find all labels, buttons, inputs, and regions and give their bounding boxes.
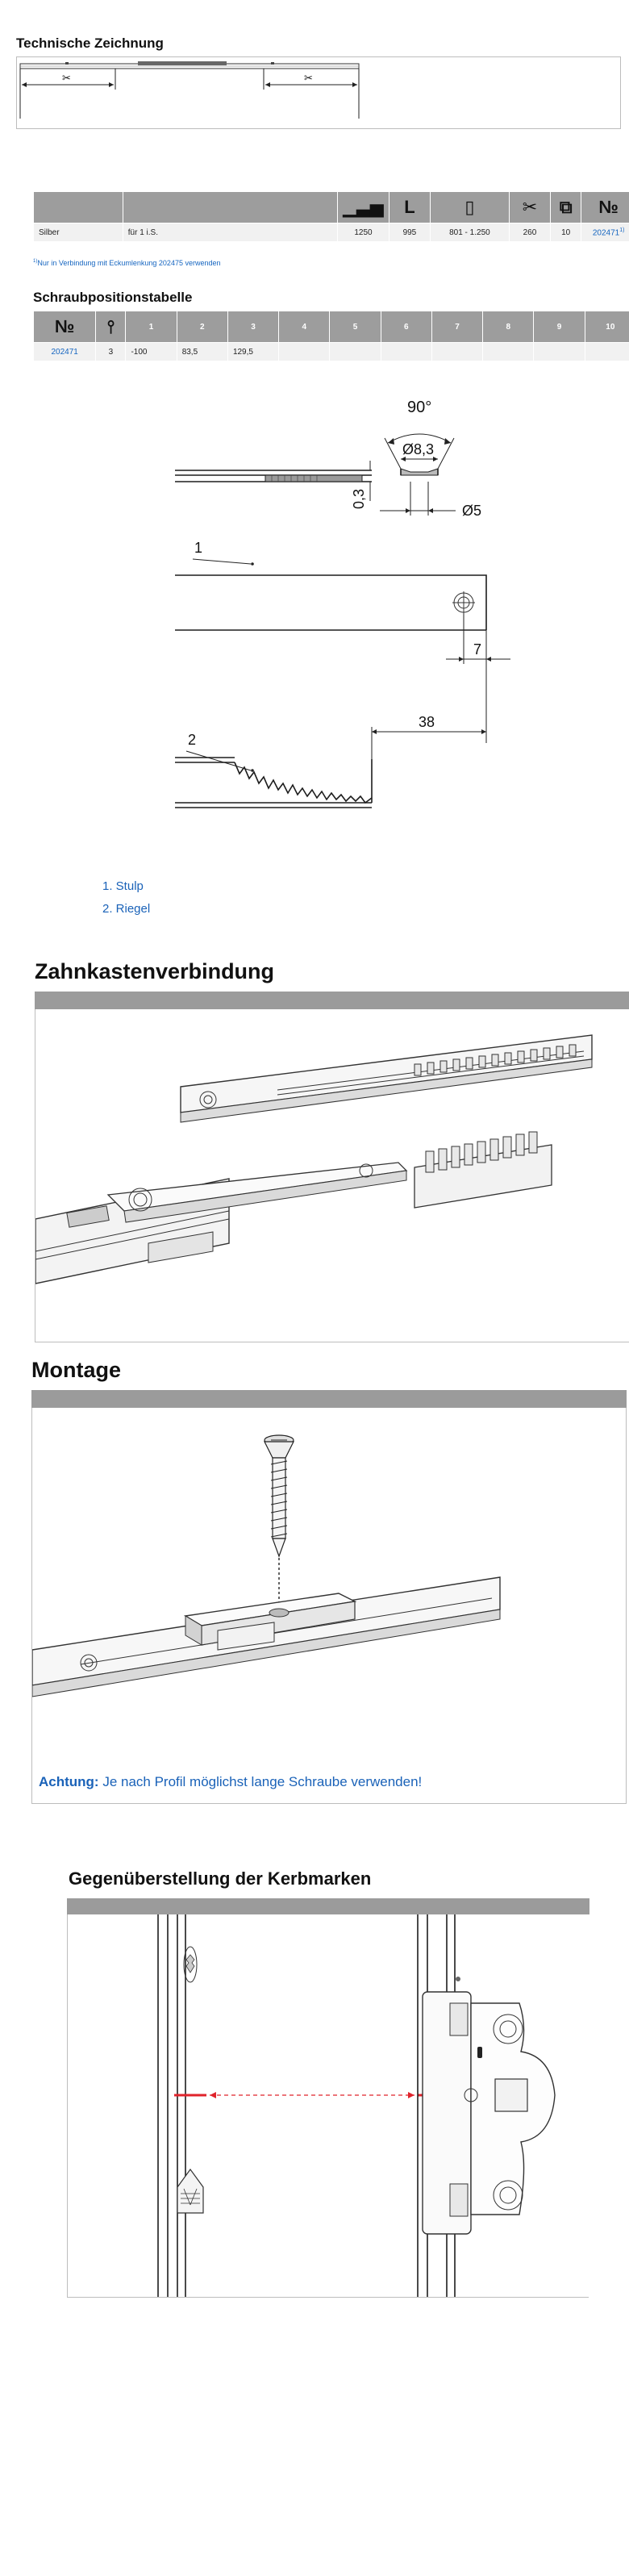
sash-height-icon: ▯	[464, 197, 475, 217]
screw-count: 3	[95, 342, 127, 361]
spec-table-header: ▁▃▅ L ▯ ✂ ⧉ №	[33, 191, 629, 223]
screw-col-3: 3	[227, 311, 280, 343]
angle-label: 90°	[407, 399, 431, 416]
diameter-top-label: Ø8,3	[402, 441, 434, 457]
screw-val-8	[482, 342, 535, 361]
kerbmarken-bar	[67, 1898, 589, 1914]
screw-col-1: 1	[125, 311, 177, 343]
screw-col-7: 7	[431, 311, 484, 343]
spec-table: ▁▃▅ L ▯ ✂ ⧉ № Silber für 1 i.S. 1250 995…	[33, 191, 629, 242]
warning-text: Je nach Profil möglichst lange Schraube …	[98, 1774, 423, 1789]
scissors-icon: ✂	[62, 72, 71, 84]
spec-color: Silber	[33, 223, 123, 242]
montage-frame: Achtung: Je nach Profil möglichst lange …	[31, 1408, 627, 1804]
zahnkasten-illustration	[35, 1034, 593, 1284]
kerbmarken-title: Gegenüberstellung der Kerbmarken	[69, 1868, 372, 1889]
number-sign-icon: №	[54, 316, 75, 336]
montage-title: Montage	[31, 1358, 121, 1382]
screw-val-10	[584, 342, 629, 361]
montage-illustration	[32, 1434, 501, 1697]
montage-bar	[31, 1390, 627, 1408]
diameter-bottom-label: Ø5	[462, 503, 481, 519]
legend-item-riegel: 2. Riegel	[102, 902, 151, 916]
footnote-marker: 1)	[33, 259, 38, 264]
screw-article-link[interactable]: 202471	[51, 347, 78, 357]
screw-table-header: № ⫯ 1 2 3 4 5 6 7 8 9 10	[32, 311, 629, 343]
number-sign-icon: №	[598, 197, 619, 217]
screw-col-2: 2	[176, 311, 228, 343]
screw-col-4: 4	[278, 311, 331, 343]
spec-table-row: Silber für 1 i.S. 1250 995 801 - 1.250 2…	[33, 223, 629, 242]
screw-val-4	[278, 342, 331, 361]
article-link[interactable]: 202471	[592, 228, 620, 238]
spec-col3: 801 - 1.250	[429, 223, 510, 242]
legend: 1. Stulp 2. Riegel	[102, 875, 150, 921]
screw-val-1: -100	[125, 342, 177, 361]
spec-col1: 1250	[337, 223, 389, 242]
screw-table-row: 202471 3 -100 83,5 129,5	[32, 342, 629, 361]
zahnkasten-frame	[35, 1009, 629, 1342]
screw-icon: ⫯	[106, 316, 115, 336]
scissors-icon: ✂	[522, 197, 538, 217]
length-icon: L	[404, 197, 415, 217]
legend-item-stulp: 1. Stulp	[102, 879, 144, 893]
part-1-label: 1	[194, 540, 202, 556]
spec-note: für 1 i.S.	[122, 223, 339, 242]
footnote-text: Nur in Verbindung mit Eckumlenkung 20247…	[37, 259, 221, 267]
part-2-label: 2	[188, 732, 196, 748]
zahnkasten-bar	[35, 992, 629, 1009]
article-footnote: 1)	[619, 227, 625, 233]
montage-warning: Achtung: Je nach Profil möglichst lange …	[39, 1774, 422, 1790]
screw-col-6: 6	[380, 311, 432, 343]
size-bars-icon: ▁▃▅	[343, 197, 384, 217]
screw-val-6	[380, 342, 432, 361]
screw-col-10: 10	[584, 311, 629, 343]
spec-col4: 260	[508, 223, 552, 242]
screw-col-5: 5	[329, 311, 381, 343]
screw-col-9: 9	[533, 311, 585, 343]
screw-val-7	[431, 342, 484, 361]
overview-drawing: ✂ ✂	[19, 61, 360, 119]
zahnkasten-title: Zahnkastenverbindung	[35, 959, 275, 983]
kerbmarken-illustration	[157, 1914, 556, 2297]
spec-col5: 10	[550, 223, 582, 242]
screw-table: № ⫯ 1 2 3 4 5 6 7 8 9 10 202471 3 -100 8…	[32, 311, 629, 361]
screw-col-8: 8	[482, 311, 535, 343]
detail-drawing: 90° Ø8,3 0,3 Ø5 1 7 2	[162, 380, 549, 832]
technical-drawing-title: Technische Zeichnung	[16, 35, 164, 51]
screw-val-5	[329, 342, 381, 361]
kerbmarken-frame	[67, 1914, 589, 2298]
spec-col2: 995	[388, 223, 431, 242]
dim-7-label: 7	[473, 641, 481, 658]
screw-val-2: 83,5	[176, 342, 228, 361]
warning-label: Achtung:	[39, 1774, 99, 1789]
detail-drawing-svg: 90° Ø8,3 0,3 Ø5 1 7 2	[175, 399, 510, 808]
screw-table-title: Schraubpositionstabelle	[33, 290, 193, 305]
pack-icon: ⧉	[559, 197, 573, 217]
dim-38-label: 38	[419, 714, 435, 730]
technical-drawing-frame: ✂ ✂ ▁▃▅ L ▯ ✂ ⧉ № Silber für 1 i.S. 1250…	[16, 56, 629, 2298]
scissors-icon: ✂	[304, 72, 313, 84]
screw-val-9	[533, 342, 585, 361]
footnote: 1)Nur in Verbindung mit Eckumlenkung 202…	[33, 259, 220, 267]
screw-val-3: 129,5	[227, 342, 280, 361]
thickness-label: 0,3	[351, 489, 367, 509]
